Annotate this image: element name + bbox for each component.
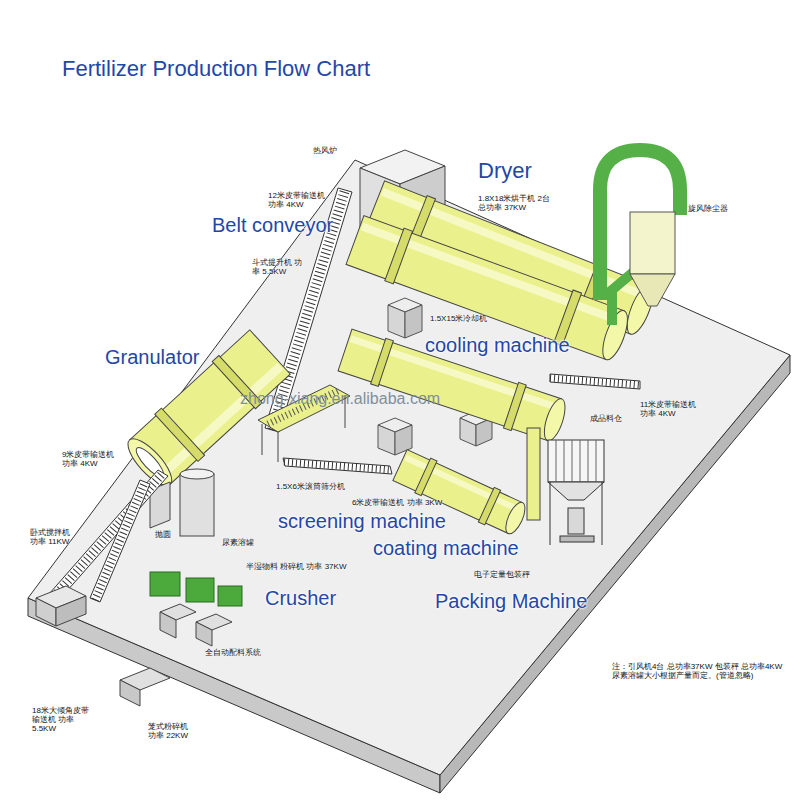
conveyor-slats bbox=[550, 378, 640, 385]
frame-leg bbox=[602, 482, 603, 545]
spec-note: 18米大倾角皮带输送机 功率 5.5KW bbox=[32, 706, 94, 734]
packing-belt bbox=[560, 536, 594, 542]
equipment-label: Dryer bbox=[478, 158, 532, 183]
horizontal-mixer bbox=[36, 598, 56, 626]
spec-note: 尿素溶罐 bbox=[222, 538, 254, 547]
batching-bin bbox=[160, 612, 176, 638]
belt-conveyor bbox=[550, 374, 640, 389]
drum-body bbox=[346, 216, 624, 360]
spec-note: 全自动配料系统 bbox=[205, 648, 261, 657]
cage-mill bbox=[120, 680, 140, 706]
crusher-machine bbox=[218, 586, 242, 606]
spec-note: 半湿物料 粉碎机 功率 37KW bbox=[246, 562, 346, 571]
spec-note: 斗式提升机 功率 5.5KW bbox=[252, 258, 308, 276]
drum-ring bbox=[503, 382, 526, 430]
urea-tank bbox=[180, 474, 214, 536]
equipment-box bbox=[460, 418, 476, 446]
equipment-box bbox=[388, 305, 405, 338]
packing-scale bbox=[568, 508, 584, 534]
spec-note: 12米皮带输送机 功率 4KW bbox=[268, 191, 330, 209]
spec-note: 卧式搅拌机 功率 11KW bbox=[30, 528, 76, 546]
platform-top bbox=[28, 160, 790, 775]
equipment-label: Belt conveyor bbox=[212, 214, 333, 237]
watermark: zhong-xiang.en.alibaba.com bbox=[240, 390, 440, 408]
equipment-label: cooling machine bbox=[425, 334, 570, 357]
product-bin bbox=[548, 440, 604, 482]
equipment-box bbox=[405, 305, 422, 338]
drum-ring bbox=[415, 458, 437, 495]
spec-note: 11米皮带输送机 功率 4KW bbox=[640, 400, 702, 418]
crusher-machine bbox=[186, 578, 214, 602]
spec-note: 1.8X18米烘干机 2台 总功率 37KW bbox=[478, 194, 554, 212]
conveyor-slats bbox=[95, 482, 145, 600]
bin-hopper bbox=[548, 482, 604, 500]
batching-bin bbox=[196, 622, 212, 646]
equipment-label: Granulator bbox=[105, 346, 200, 369]
frame-leg bbox=[550, 482, 551, 545]
spec-note: 成品料仓 bbox=[590, 414, 622, 423]
tank-top bbox=[180, 469, 214, 479]
spec-note: 旋风除尘器 bbox=[688, 204, 728, 213]
drum-ring bbox=[371, 338, 394, 386]
spec-note: 1.5X15米冷却机 bbox=[430, 314, 487, 323]
belt-conveyor bbox=[283, 458, 392, 474]
horizontal-mixer bbox=[56, 596, 86, 626]
drum-end bbox=[502, 500, 529, 537]
chart-title: Fertilizer Production Flow Chart bbox=[62, 56, 370, 81]
frame-leg bbox=[278, 432, 279, 462]
spec-note: 抛圆 bbox=[155, 530, 171, 539]
bucket-elevator bbox=[527, 428, 540, 520]
belt-conveyor bbox=[90, 480, 150, 602]
crusher-machine bbox=[150, 572, 180, 596]
equipment-label: screening machine bbox=[278, 510, 446, 533]
spec-note: 9米皮带输送机 功率 4KW bbox=[62, 450, 124, 468]
spec-note: 1.5X6米滚筒筛分机 bbox=[276, 482, 345, 491]
drum-ring bbox=[385, 228, 413, 284]
spec-note: 6米皮带输送机 功率 3KW bbox=[352, 498, 442, 507]
equipment-box bbox=[378, 425, 395, 455]
bin-grid bbox=[556, 440, 596, 482]
equipment-box bbox=[476, 418, 492, 446]
cooling-drum bbox=[337, 327, 569, 445]
drum-ring bbox=[478, 487, 500, 524]
equipment-label: coating machine bbox=[373, 537, 519, 560]
drum-end bbox=[540, 396, 569, 443]
cyclone-cone bbox=[630, 274, 675, 306]
spec-note: 热风炉 bbox=[313, 146, 337, 155]
cyclone-dust-collector bbox=[630, 212, 675, 274]
equipment-label: Crusher bbox=[265, 587, 336, 610]
spec-note: 注：引风机4台 总功率37KW 包装秤 总功率4KW 尿素溶罐大小根据产量而定。… bbox=[612, 662, 784, 680]
equipment-label: Packing Machine bbox=[435, 590, 587, 613]
drum-highlight bbox=[361, 223, 620, 324]
conveyor-slats bbox=[284, 462, 391, 470]
frame-leg bbox=[262, 424, 263, 455]
drum-ring bbox=[155, 408, 205, 461]
spec-note: 笼式粉碎机 功率 22KW bbox=[148, 722, 194, 740]
spec-note: 电子定量包装秤 bbox=[474, 570, 530, 579]
